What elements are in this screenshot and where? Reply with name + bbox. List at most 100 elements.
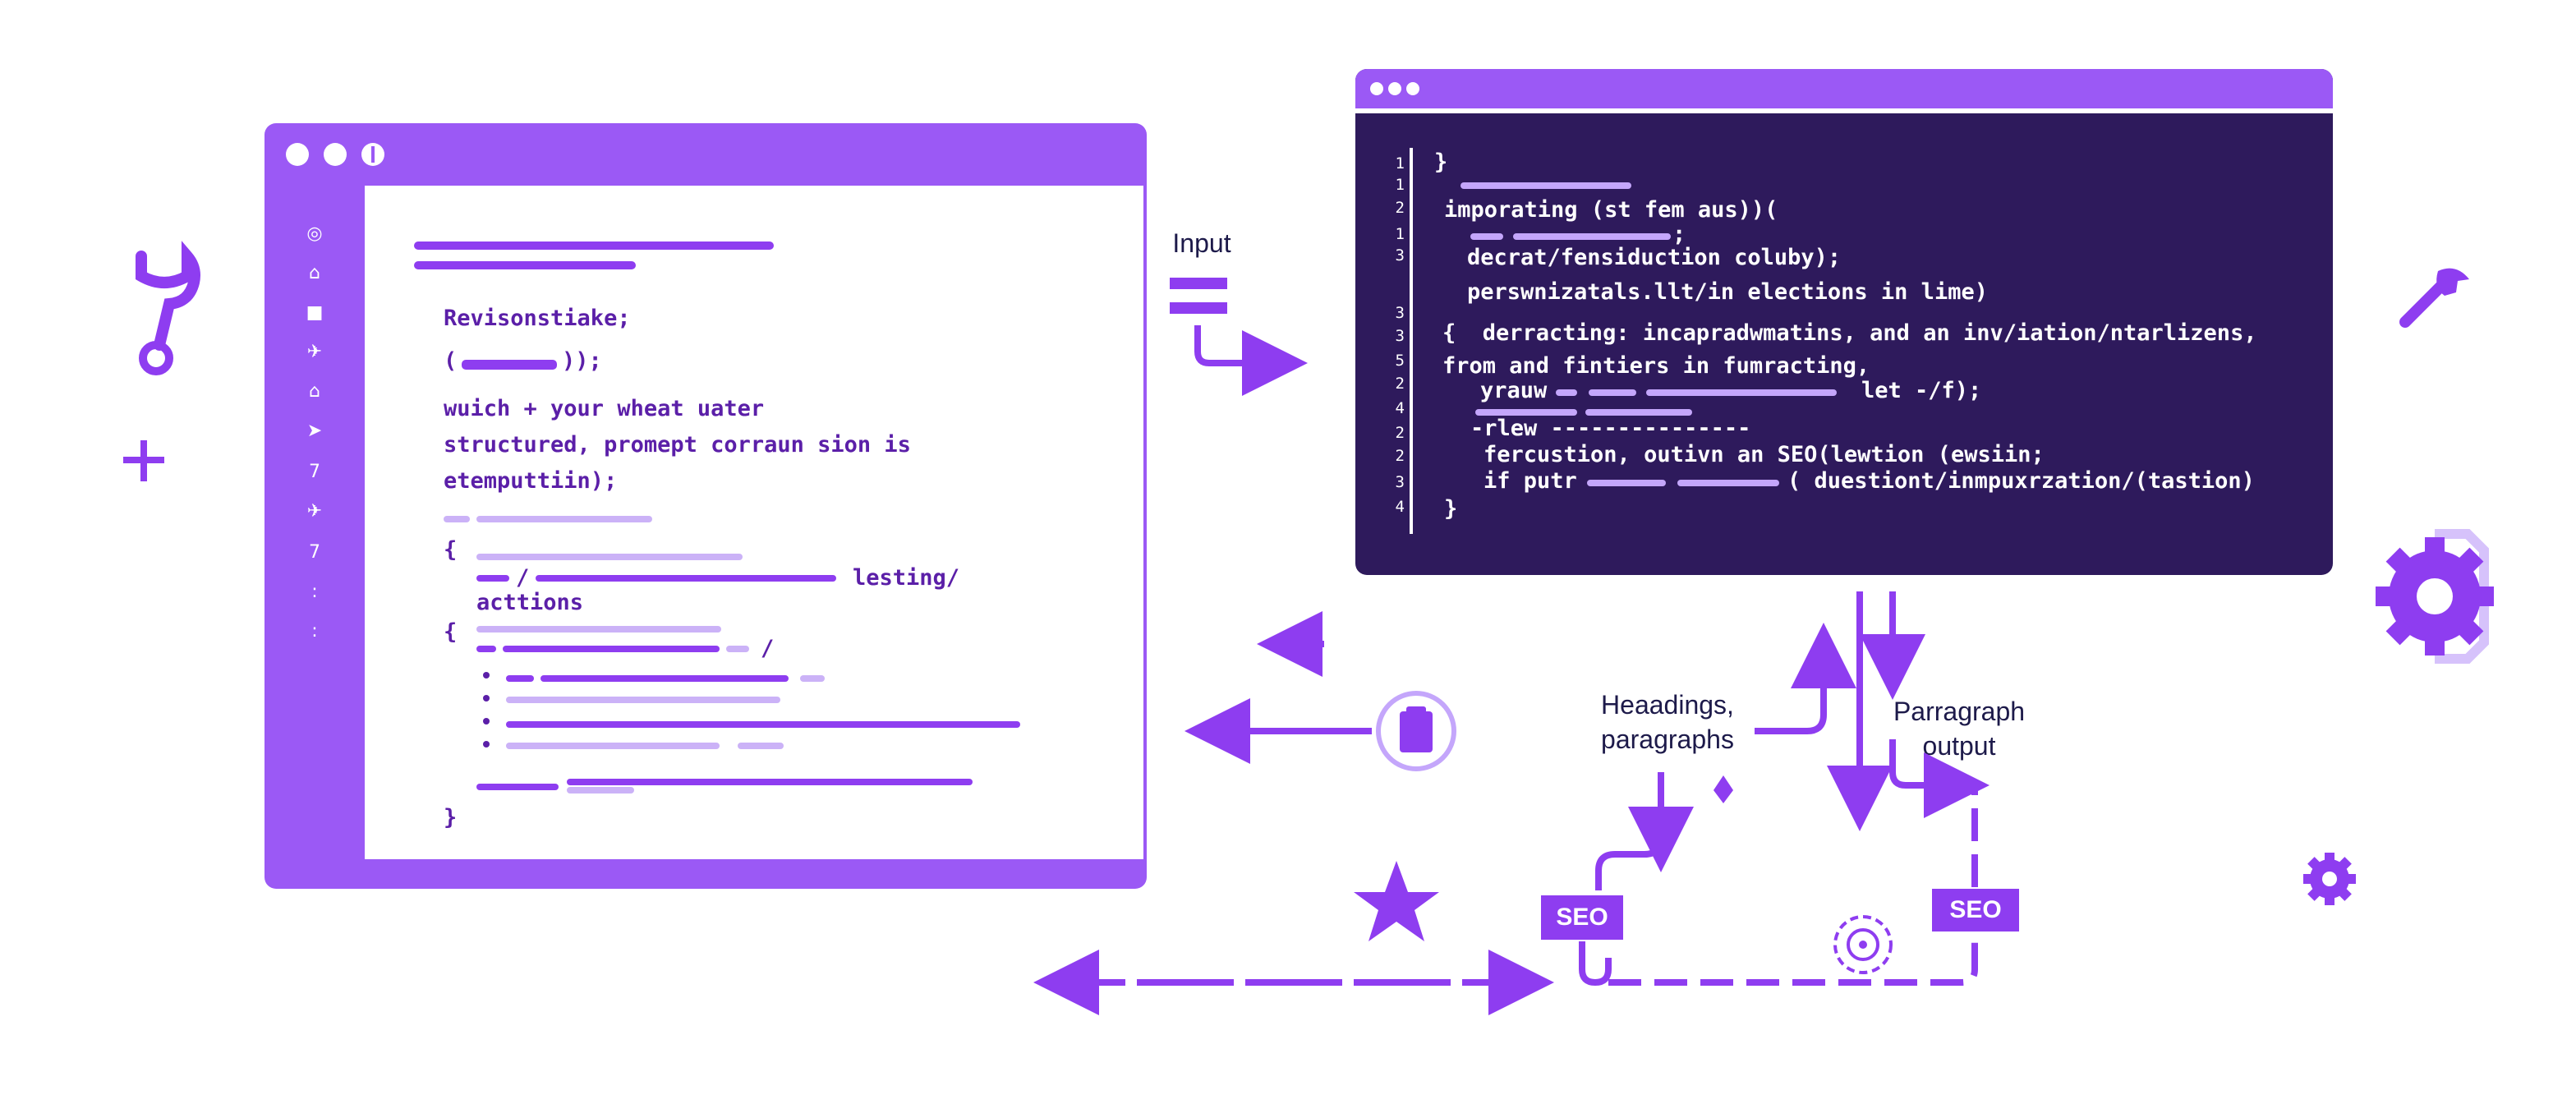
code-brace-open-1: { xyxy=(444,537,458,563)
arrow-up-headings xyxy=(1755,623,1856,734)
plus-icon xyxy=(123,440,164,481)
code-line-1: wuich + your wheat uater xyxy=(444,396,765,421)
line-number: 2 xyxy=(1395,199,1405,217)
code-line: if putr xyxy=(1484,468,1577,494)
placeholder-line xyxy=(1677,480,1779,486)
line-number: 4 xyxy=(1395,498,1405,516)
left-editor-content[interactable]: Revisonstiake; ( )); wuich + your wheat … xyxy=(365,186,1143,859)
placeholder-line xyxy=(800,675,825,682)
code-line: ( duestiont/inmpuxrzation/(tastion) xyxy=(1787,468,2255,494)
home-alt-icon[interactable]: ⌂ xyxy=(309,381,320,402)
cog-outline-icon xyxy=(1833,915,1893,974)
seven-glyph-icon[interactable]: 7 xyxy=(309,462,320,482)
line-number: 4 xyxy=(1395,399,1405,417)
code-line: decrat/fensiduction coluby); xyxy=(1467,245,1842,270)
dots-icon[interactable]: : xyxy=(311,582,318,602)
placeholder-line xyxy=(567,779,973,785)
placeholder-line xyxy=(1587,480,1666,486)
code-line: yrauw xyxy=(1480,378,1548,403)
line-number: 2 xyxy=(1395,447,1405,465)
code-lesting: lesting/ xyxy=(853,565,960,591)
seo-bracket xyxy=(1579,941,1612,987)
arrow-headings-seo xyxy=(1595,772,1664,890)
placeholder-line xyxy=(1470,233,1503,240)
placeholder-line xyxy=(1646,389,1837,396)
placeholder-line xyxy=(506,675,534,682)
placeholder-line xyxy=(476,516,652,522)
placeholder-line xyxy=(506,697,780,703)
line-number: 1 xyxy=(1395,176,1405,194)
code-slash-1: / xyxy=(516,565,530,591)
window-dot-maximize[interactable] xyxy=(361,143,384,166)
placeholder-line xyxy=(506,743,720,749)
window-dot-close[interactable] xyxy=(1370,82,1383,95)
line-number: 2 xyxy=(1395,424,1405,442)
titlebar-divider xyxy=(1355,108,2333,113)
dot-icon[interactable]: : xyxy=(311,621,318,642)
right-window-titlebar xyxy=(1355,69,2333,108)
code-line: } xyxy=(1444,496,1458,522)
code-line: -rlew --------------- xyxy=(1470,416,1751,441)
placeholder-line xyxy=(1460,182,1631,189)
placeholder-line xyxy=(503,646,720,652)
line-number: 3 xyxy=(1395,304,1405,322)
input-arrow xyxy=(1170,278,1308,396)
placeholder-line xyxy=(476,626,721,632)
seo-badge: SEO xyxy=(1932,889,2019,932)
seven-glyph-2-icon[interactable]: 7 xyxy=(309,542,320,563)
window-dot-minimize[interactable] xyxy=(324,143,347,166)
code-actions: acttions xyxy=(476,590,584,615)
code-line-2: structured, promept corraun sion is xyxy=(444,432,911,458)
placeholder-arg xyxy=(462,360,557,370)
code-line-3: etemputtiin); xyxy=(444,468,618,494)
placeholder-line xyxy=(506,721,1020,728)
code-line: from and fintiers in fumracting, xyxy=(1442,353,1870,379)
search-icon[interactable]: ◎ xyxy=(306,223,323,244)
code-slash-2: / xyxy=(761,636,775,661)
home-icon[interactable]: ⌂ xyxy=(309,263,320,283)
gear-small-icon xyxy=(2303,853,2356,905)
line-number: 5 xyxy=(1395,352,1405,370)
window-dot-maximize[interactable] xyxy=(1406,82,1419,95)
placeholder-line xyxy=(444,516,470,522)
cursor-icon[interactable]: ➤ xyxy=(306,421,323,441)
code-call-open: ( xyxy=(444,348,458,374)
code-line: let -/f); xyxy=(1861,378,1982,403)
line-number: 1 xyxy=(1395,154,1405,172)
placeholder-line xyxy=(476,575,509,582)
placeholder-line xyxy=(536,575,836,582)
double-arrow-small xyxy=(1714,775,1733,803)
headings-label: Heaadings, paragraphs xyxy=(1601,690,1734,754)
pin-icon[interactable]: ✈ xyxy=(306,342,323,362)
line-number: 1 xyxy=(1395,225,1405,243)
placeholder-line xyxy=(567,787,634,794)
window-dot-minimize[interactable] xyxy=(1388,82,1401,95)
gear-icon xyxy=(2376,529,2494,664)
paragraph-output-label: Parragraph output xyxy=(1893,697,2026,761)
code-brace-close: } xyxy=(444,805,458,830)
code-line: perswnizatals.llt/in elections in lime) xyxy=(1467,279,1988,305)
placeholder-line xyxy=(738,743,784,749)
square-icon[interactable]: ■ xyxy=(306,302,324,323)
star-icon xyxy=(1354,861,1439,941)
placeholder-line xyxy=(726,646,749,652)
placeholder-line xyxy=(1556,389,1577,396)
line-number: 3 xyxy=(1395,246,1405,264)
window-dot-close[interactable] xyxy=(286,143,309,166)
placeholder-line xyxy=(476,784,559,790)
placeholder-line xyxy=(476,646,496,652)
pin-alt-icon[interactable]: ✈ xyxy=(306,501,323,522)
line-number: 3 xyxy=(1395,473,1405,491)
placeholder-line xyxy=(1585,409,1692,416)
placeholder-line xyxy=(1513,233,1671,240)
code-line: } xyxy=(1434,150,1448,175)
code-brace-open-2: { xyxy=(444,619,458,645)
bottom-dashed-seo xyxy=(1608,936,1978,986)
arrow-paragraph-output xyxy=(1889,739,1990,818)
code-line: fercustion, outivn an SEO(lewtion (ewsii… xyxy=(1484,442,2045,467)
clipboard-icon[interactable] xyxy=(1376,691,1456,771)
left-editor-window: ◎ ⌂ ■ ✈ ⌂ ➤ 7 ✈ 7 : : Revisonstiake; ( )… xyxy=(264,123,1147,889)
left-sidebar: ◎ ⌂ ■ ✈ ⌂ ➤ 7 ✈ 7 : : xyxy=(264,186,365,859)
input-label: Input xyxy=(1172,228,1231,258)
